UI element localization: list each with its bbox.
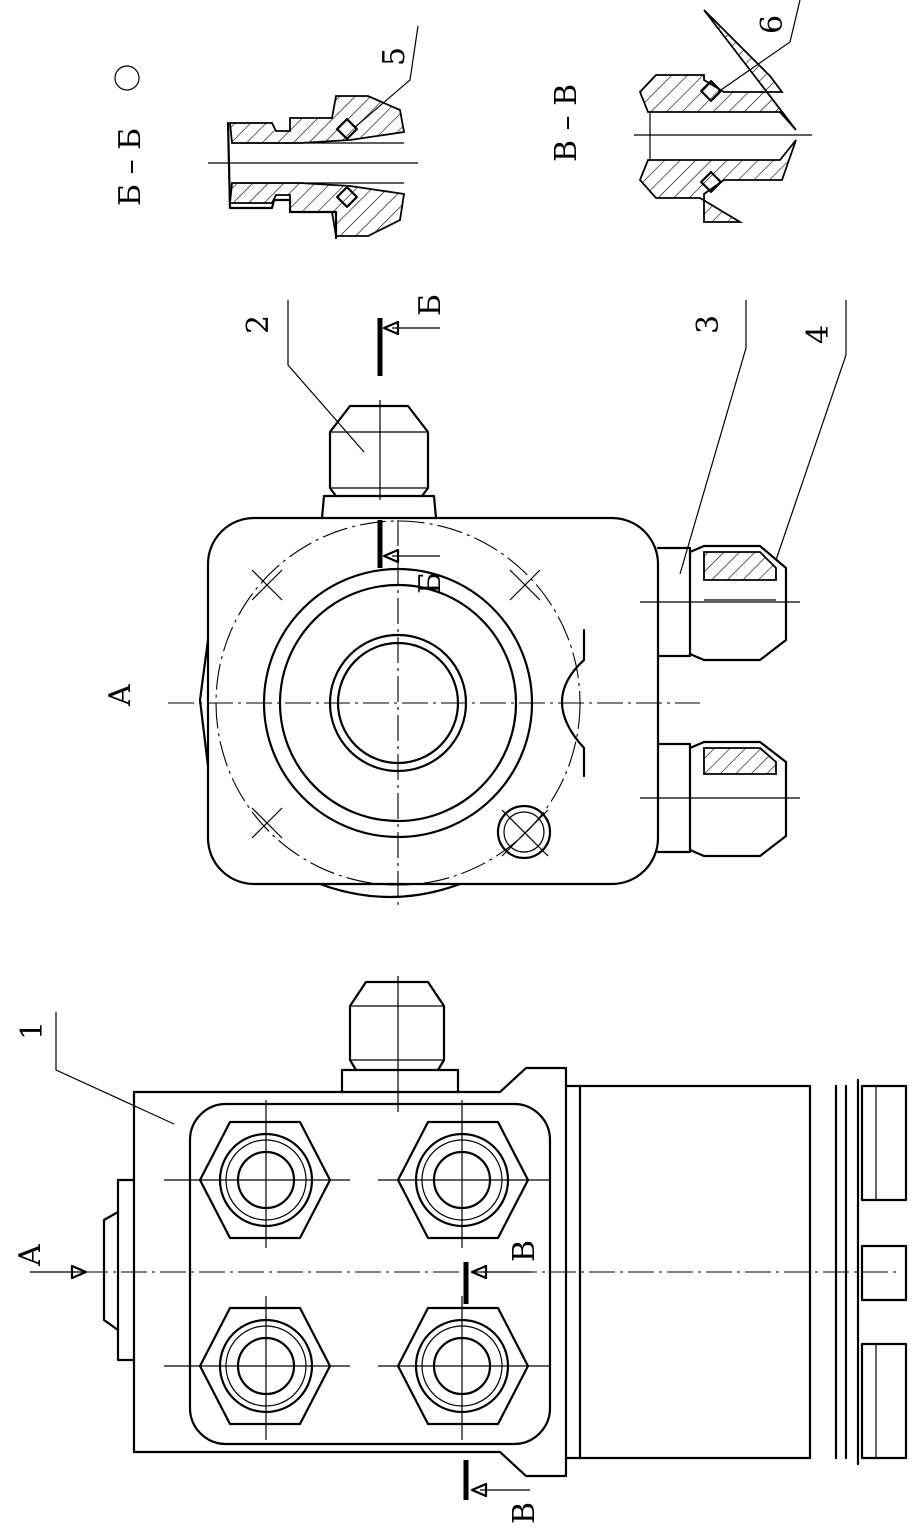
section-b-arrow-top: Б xyxy=(413,294,448,316)
section-b-arrow-bottom: Б xyxy=(413,572,448,594)
callout-3: 3 xyxy=(691,315,726,334)
section-v-arrow-bottom: В xyxy=(507,1502,542,1524)
hex-nut xyxy=(378,1296,550,1440)
view-a-arrow-label: A xyxy=(13,1244,48,1267)
view-a xyxy=(168,300,847,910)
hex-nut xyxy=(164,1296,350,1440)
section-v-v xyxy=(634,0,812,223)
callout-4: 4 xyxy=(801,325,836,344)
section-v-title: В – В xyxy=(549,84,584,162)
view-a-label: A xyxy=(103,684,138,707)
callout-2: 2 xyxy=(241,315,276,334)
section-b-b xyxy=(208,25,419,240)
callout-6: 6 xyxy=(755,15,790,34)
callout-5: 5 xyxy=(377,47,412,66)
hex-nut xyxy=(164,1100,350,1248)
hex-nut xyxy=(378,1100,550,1248)
callout-1: 1 xyxy=(15,1021,50,1040)
section-v-arrow-top: В xyxy=(507,1240,542,1262)
main-view xyxy=(30,976,908,1500)
section-rotated-icon xyxy=(114,65,140,91)
section-b-title: Б – Б xyxy=(113,128,148,206)
